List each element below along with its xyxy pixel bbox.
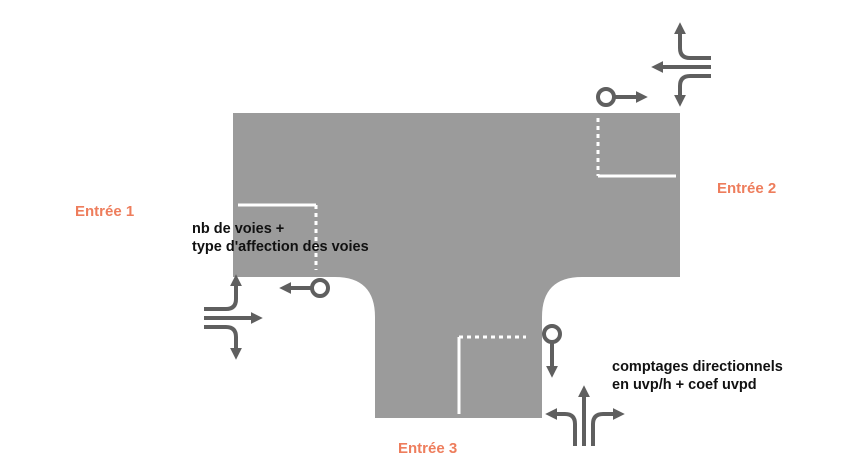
entree-3-markings	[457, 335, 526, 414]
entree-3-count-probe-icon	[542, 324, 562, 378]
entree-2-label: Entrée 2	[717, 180, 777, 197]
lanes-annotation-line-1: nb de voies +	[192, 221, 285, 237]
lanes-annotation-line-2: type d'affection des voies	[192, 239, 369, 255]
entree-3-label: Entrée 3	[398, 440, 458, 457]
counts-annotation-line-2: en uvp/h + coef uvpd	[612, 377, 757, 393]
entree-2-turn-arrows-icon	[651, 22, 711, 107]
entree-1-label: Entrée 1	[75, 203, 135, 220]
entree-3-turn-arrows-icon	[545, 385, 625, 446]
entree-1-turn-arrows-icon	[204, 274, 263, 360]
lanes-annotation: nb de voies + type d'affection des voies	[192, 220, 369, 256]
entree-1-markings	[238, 203, 318, 270]
entree-1-count-probe-icon	[279, 278, 330, 298]
counts-annotation-line-1: comptages directionnels	[612, 359, 783, 375]
counts-annotation: comptages directionnels en uvp/h + coef …	[612, 358, 783, 394]
entree-2-count-probe-icon	[596, 87, 648, 107]
entree-2-markings	[596, 118, 676, 178]
road-surface	[233, 113, 680, 418]
